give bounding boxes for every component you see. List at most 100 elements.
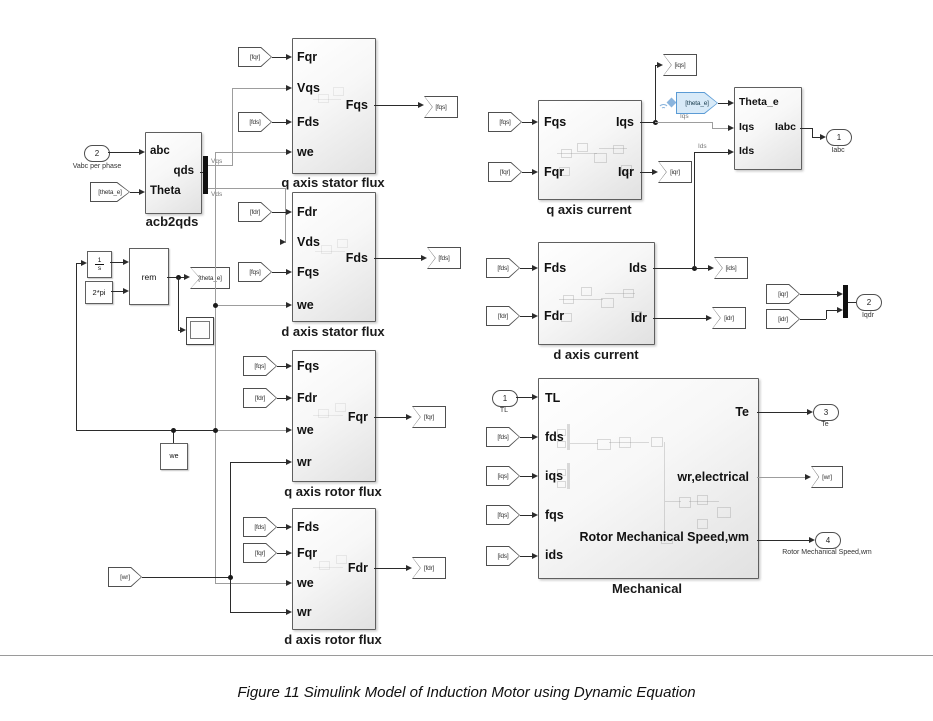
from-tag-fqs-2[interactable]: [fqs] <box>243 356 277 376</box>
wire <box>757 540 809 541</box>
wire <box>520 476 532 477</box>
from-tag-fqr-2[interactable]: [fqr] <box>243 543 277 563</box>
wire <box>826 310 827 319</box>
goto-tag-fds[interactable]: [fds] <box>427 247 461 269</box>
arrowhead <box>421 254 430 261</box>
wire <box>712 128 728 129</box>
goto-tag-fdr-label: [fdr] <box>413 558 445 578</box>
from-tag-fds-3[interactable]: [fds] <box>486 258 520 278</box>
q-rotor-flux-title: q axis rotor flux <box>284 484 382 499</box>
wire <box>232 88 286 89</box>
port-wr: wr <box>297 455 312 469</box>
d-axis-stator-flux-block[interactable] <box>292 192 376 322</box>
arrowhead <box>286 549 295 556</box>
goto-tag-fdr[interactable]: [fdr] <box>412 557 446 579</box>
outport-wm-number: 4 <box>825 536 831 545</box>
wire <box>718 103 728 104</box>
from-tag-fqs[interactable]: [fqs] <box>238 262 272 282</box>
wire <box>653 268 694 269</box>
outport-wm[interactable]: 4 <box>815 532 841 549</box>
goto-tag-fds-label: [fds] <box>428 248 460 268</box>
port-iqr-out: Iqr <box>618 165 634 179</box>
outport-iabc[interactable]: 1 <box>826 129 852 146</box>
wire <box>208 165 232 166</box>
from-tag-label: [fdr] <box>487 307 519 325</box>
from-tag-idr[interactable]: [idr] <box>766 309 800 329</box>
goto-tag-theta-e[interactable]: [theta_e] <box>190 267 230 289</box>
goto-tag-theta-e-label: [theta_e] <box>191 268 229 288</box>
wire <box>230 462 286 463</box>
mechanical-block[interactable] <box>538 378 759 579</box>
goto-tag-iqr[interactable]: [iqr] <box>658 161 692 183</box>
wire <box>655 65 656 122</box>
outport-iqdr[interactable]: 2 <box>856 294 882 311</box>
from-tag-label: [fqs] <box>489 113 521 131</box>
from-tag-iqr[interactable]: [iqr] <box>766 284 800 304</box>
outport-te-number: 3 <box>823 408 829 417</box>
from-tag-label: [fds] <box>487 428 519 446</box>
from-tag-fds[interactable]: [fds] <box>238 112 272 132</box>
wire <box>215 152 216 583</box>
rem-block[interactable]: rem <box>129 248 169 305</box>
from-tag-iqs[interactable]: [iqs] <box>486 466 520 486</box>
d-axis-current-block[interactable] <box>538 242 655 345</box>
from-tag-fqr-3[interactable]: [fqr] <box>488 162 522 182</box>
arrowhead <box>406 564 415 571</box>
outport-te[interactable]: 3 <box>813 404 839 421</box>
port-ids-in: Ids <box>739 145 755 157</box>
goto-tag-fqs[interactable]: [fqs] <box>424 96 458 118</box>
arrowhead <box>532 511 541 518</box>
from-tag-theta-e-selected[interactable]: [theta_e] <box>676 92 718 114</box>
port-ids-mech: ids <box>545 548 564 562</box>
wire <box>694 152 695 268</box>
port-fdr2: Fdr <box>297 391 318 405</box>
constant-2pi-block[interactable]: 2*pi <box>85 281 113 304</box>
arrowhead <box>532 552 541 559</box>
goto-tag-iqs[interactable]: [iqs] <box>663 54 697 76</box>
from-tag-fdr[interactable]: [fdr] <box>238 202 272 222</box>
we-constant-block[interactable]: we <box>160 443 188 470</box>
q-axis-stator-flux-block[interactable] <box>292 38 376 174</box>
mux-bar[interactable] <box>843 285 848 318</box>
goto-tag-fqr[interactable]: [fqr] <box>412 406 446 428</box>
goto-tag-ids[interactable]: [ids] <box>714 257 748 279</box>
from-tag-fqs-4[interactable]: [fqs] <box>486 505 520 525</box>
goto-tag-wr[interactable]: [wr] <box>811 466 843 488</box>
from-tag-fdr-3[interactable]: [fdr] <box>486 306 520 326</box>
arrowhead <box>139 148 148 155</box>
goto-tag-idr-label: [idr] <box>713 308 745 328</box>
arrowhead <box>837 290 846 297</box>
inport-vabc[interactable]: 2 <box>84 145 110 162</box>
port-fds2: Fds <box>297 520 320 534</box>
from-tag-theta-e[interactable]: [theta_e] <box>90 182 130 202</box>
q-axis-rotor-flux-block[interactable] <box>292 350 376 482</box>
inport-tl[interactable]: 1 <box>492 390 518 407</box>
port-idr-out: Idr <box>631 311 647 325</box>
from-tag-fdr-2[interactable]: [fdr] <box>243 388 277 408</box>
arrowhead <box>532 264 541 271</box>
from-tag-fqs-3[interactable]: [fqs] <box>488 112 522 132</box>
port-fqs-mech: fqs <box>545 508 564 522</box>
port-fds-cur: Fds <box>544 261 567 275</box>
scope-block[interactable] <box>186 317 214 345</box>
from-tag-ids[interactable]: [ids] <box>486 546 520 566</box>
port-rotor-speed-out: Rotor Mechanical Speed,wm <box>579 530 749 544</box>
d-axis-rotor-flux-block[interactable] <box>292 508 376 630</box>
q-axis-current-block[interactable] <box>538 100 642 200</box>
demux-bar[interactable] <box>203 156 208 194</box>
acb2qds-block[interactable] <box>145 132 202 214</box>
from-tag-wr[interactable]: [wr] <box>108 567 142 587</box>
from-tag-fds-4[interactable]: [fds] <box>486 427 520 447</box>
wire <box>230 612 286 613</box>
arrowhead <box>807 408 816 415</box>
we-constant-label: we <box>169 453 179 460</box>
port-we2: we <box>297 298 314 312</box>
goto-tag-fqr-label: [fqr] <box>413 407 445 427</box>
wire <box>215 152 286 153</box>
from-tag-fds-2[interactable]: [fds] <box>243 517 277 537</box>
from-tag-fqr[interactable]: [fqr] <box>238 47 272 67</box>
from-tag-idr-label: [idr] <box>767 310 799 328</box>
wire <box>374 417 406 418</box>
goto-tag-idr[interactable]: [idr] <box>712 307 746 329</box>
